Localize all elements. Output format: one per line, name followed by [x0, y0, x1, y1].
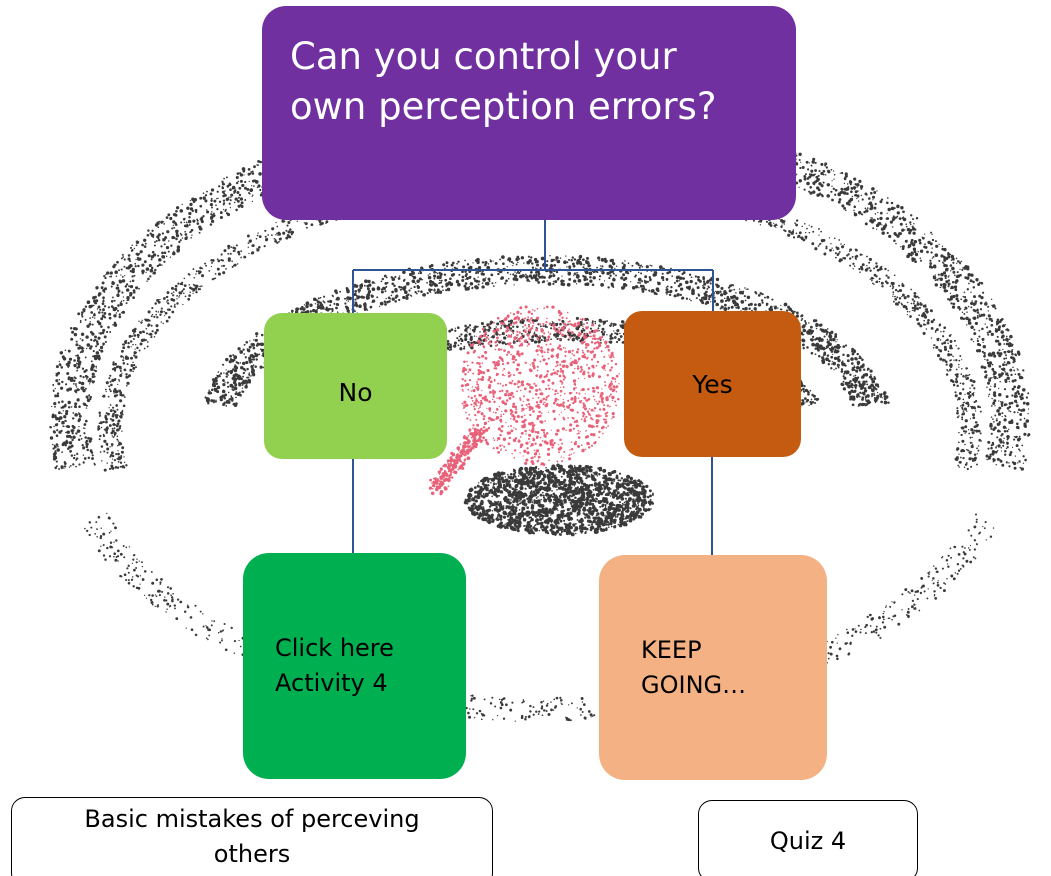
- answer-no-box[interactable]: No: [264, 313, 447, 459]
- keep-going-box[interactable]: KEEP GOING…: [599, 555, 827, 780]
- activity-4-button[interactable]: Click here Activity 4: [243, 553, 466, 779]
- mistakes-line-1: Basic mistakes of perceving: [84, 805, 420, 833]
- answer-yes-box[interactable]: Yes: [624, 311, 801, 457]
- keep-going-line-1: KEEP: [641, 635, 702, 664]
- quiz-4-link[interactable]: Quiz 4: [698, 800, 918, 876]
- mistakes-line-2: others: [213, 839, 291, 868]
- activity-line-2: Activity 4: [275, 669, 388, 697]
- keep-going-line-2: GOING…: [641, 670, 747, 699]
- answer-yes-label: Yes: [692, 369, 733, 399]
- basic-mistakes-link[interactable]: Basic mistakes of perceving others: [11, 797, 493, 876]
- quiz-4-label: Quiz 4: [769, 827, 847, 855]
- brain-outline-stipple: [49, 103, 1031, 722]
- brain-highlight-stipple: [428, 305, 620, 496]
- activity-line-1: Click here: [275, 634, 394, 663]
- question-line-1: Can you control your: [290, 35, 677, 78]
- question-line-2: own perception errors?: [290, 85, 717, 129]
- question-box: Can you control your own perception erro…: [262, 6, 796, 220]
- answer-no-label: No: [338, 377, 373, 407]
